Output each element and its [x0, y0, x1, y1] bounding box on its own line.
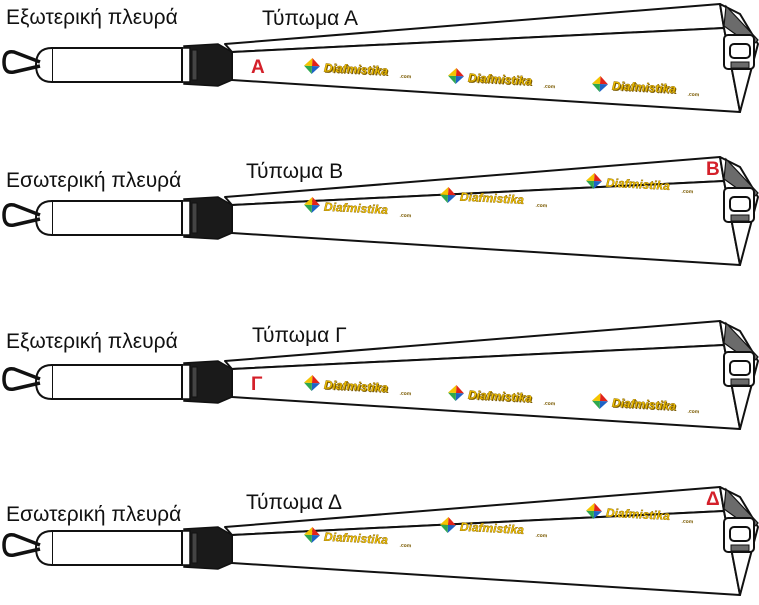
svg-text:Diafmistika: Diafmistika	[325, 379, 390, 396]
key-strap	[51, 364, 183, 400]
svg-text:Diafmistika: Diafmistika	[613, 80, 678, 97]
diamond-logo-icon	[586, 503, 602, 519]
logo-text: Diafmistika	[606, 176, 671, 193]
strap-loop-end	[34, 364, 53, 400]
logo-suffix: .com	[543, 401, 556, 408]
logo-suffix: .com	[543, 84, 556, 91]
logo-suffix: .com	[399, 543, 412, 550]
svg-text:Diafmistika: Diafmistika	[469, 72, 534, 89]
clip-slot	[729, 196, 751, 212]
buckle	[183, 43, 233, 87]
key-ring-icon	[2, 532, 41, 558]
print-label-4: Τύπωμα Δ	[246, 491, 343, 514]
logo-text: Diafmistika	[612, 396, 677, 413]
logo-suffix: .com	[399, 74, 412, 81]
diamond-logo-icon	[448, 68, 464, 84]
logo-suffix: .com	[687, 92, 700, 99]
side-label-4: Εσωτερική πλευρά	[6, 503, 182, 526]
diamond-logo-icon	[592, 76, 608, 92]
logo-suffix: .com	[399, 391, 412, 398]
side-label-2: Εσωτερική πλευρά	[6, 169, 182, 192]
print-label-2: Τύπωμα Β	[246, 160, 344, 183]
logo-text: Diafmistika	[324, 530, 389, 547]
key-strap	[51, 530, 183, 566]
side-label-1: Εξωτερική πλευρά	[6, 6, 178, 29]
buckle	[183, 196, 233, 240]
diamond-logo-icon	[304, 58, 320, 74]
logo-text: Diafmistika	[468, 71, 533, 88]
print-label-1: Τύπωμα Α	[262, 7, 358, 30]
logo-text: Diafmistika	[324, 61, 389, 78]
logo-3: Diafmistika .com	[586, 503, 694, 526]
buckle-band	[181, 364, 191, 400]
logo-text: Diafmistika	[460, 190, 525, 207]
strap-loop-end	[34, 47, 53, 83]
logo-suffix: .com	[535, 203, 548, 210]
buckle	[183, 526, 233, 570]
print-label-3: Τύπωμα Γ	[252, 324, 347, 347]
key-ring-icon	[2, 366, 41, 392]
svg-text:Diafmistika: Diafmistika	[469, 389, 534, 406]
buckle-band	[181, 200, 191, 236]
diamond-logo-icon	[304, 197, 320, 213]
diamond-logo-icon	[448, 385, 464, 401]
svg-text:Diafmistika: Diafmistika	[325, 62, 390, 79]
lanyard-4: Diafmistika.comDiafmistika.comDiafmistik…	[2, 486, 759, 596]
logo-text: Diafmistika	[468, 388, 533, 405]
key-strap	[51, 47, 183, 83]
diamond-logo-icon	[440, 187, 456, 203]
logo-3: Diafmistika .com	[586, 173, 694, 196]
clip-slot	[729, 43, 751, 59]
diamond-logo-icon	[304, 375, 320, 391]
key-ring-icon	[2, 49, 41, 75]
print-letter: Δ	[706, 489, 720, 510]
buckle	[183, 360, 233, 404]
svg-text:Diafmistika: Diafmistika	[613, 397, 678, 414]
logo-text: Diafmistika	[324, 378, 389, 395]
print-letter: Α	[251, 57, 265, 78]
logo-text: Diafmistika	[460, 520, 525, 537]
logo-2: Diafmistika .com	[440, 517, 548, 540]
print-letter: Γ	[251, 374, 263, 395]
logo-text: Diafmistika	[606, 506, 671, 523]
logo-2: Diafmistika .com	[440, 187, 548, 210]
buckle-band	[181, 47, 191, 83]
strap-loop-end	[34, 530, 53, 566]
print-letter: Β	[706, 159, 720, 180]
logo-suffix: .com	[535, 533, 548, 540]
side-label-3: Εξωτερική πλευρά	[6, 330, 178, 353]
logo-1: Diafmistika .com	[304, 197, 412, 220]
logo-suffix: .com	[687, 409, 700, 416]
key-ring-icon	[2, 202, 41, 228]
logo-1: Diafmistika .com	[304, 527, 412, 550]
logo-suffix: .com	[681, 519, 694, 526]
buckle-band	[181, 530, 191, 566]
diamond-logo-icon	[592, 393, 608, 409]
diamond-logo-icon	[440, 517, 456, 533]
logo-suffix: .com	[399, 213, 412, 220]
clip-slot	[729, 360, 751, 376]
key-strap	[51, 200, 183, 236]
logo-text: Diafmistika	[612, 79, 677, 96]
lanyard-2: Diafmistika.comDiafmistika.comDiafmistik…	[2, 156, 759, 266]
diamond-logo-icon	[304, 527, 320, 543]
logo-text: Diafmistika	[324, 200, 389, 217]
strap-loop-end	[34, 200, 53, 236]
logo-suffix: .com	[681, 189, 694, 196]
clip-slot	[729, 526, 751, 542]
diamond-logo-icon	[586, 173, 602, 189]
